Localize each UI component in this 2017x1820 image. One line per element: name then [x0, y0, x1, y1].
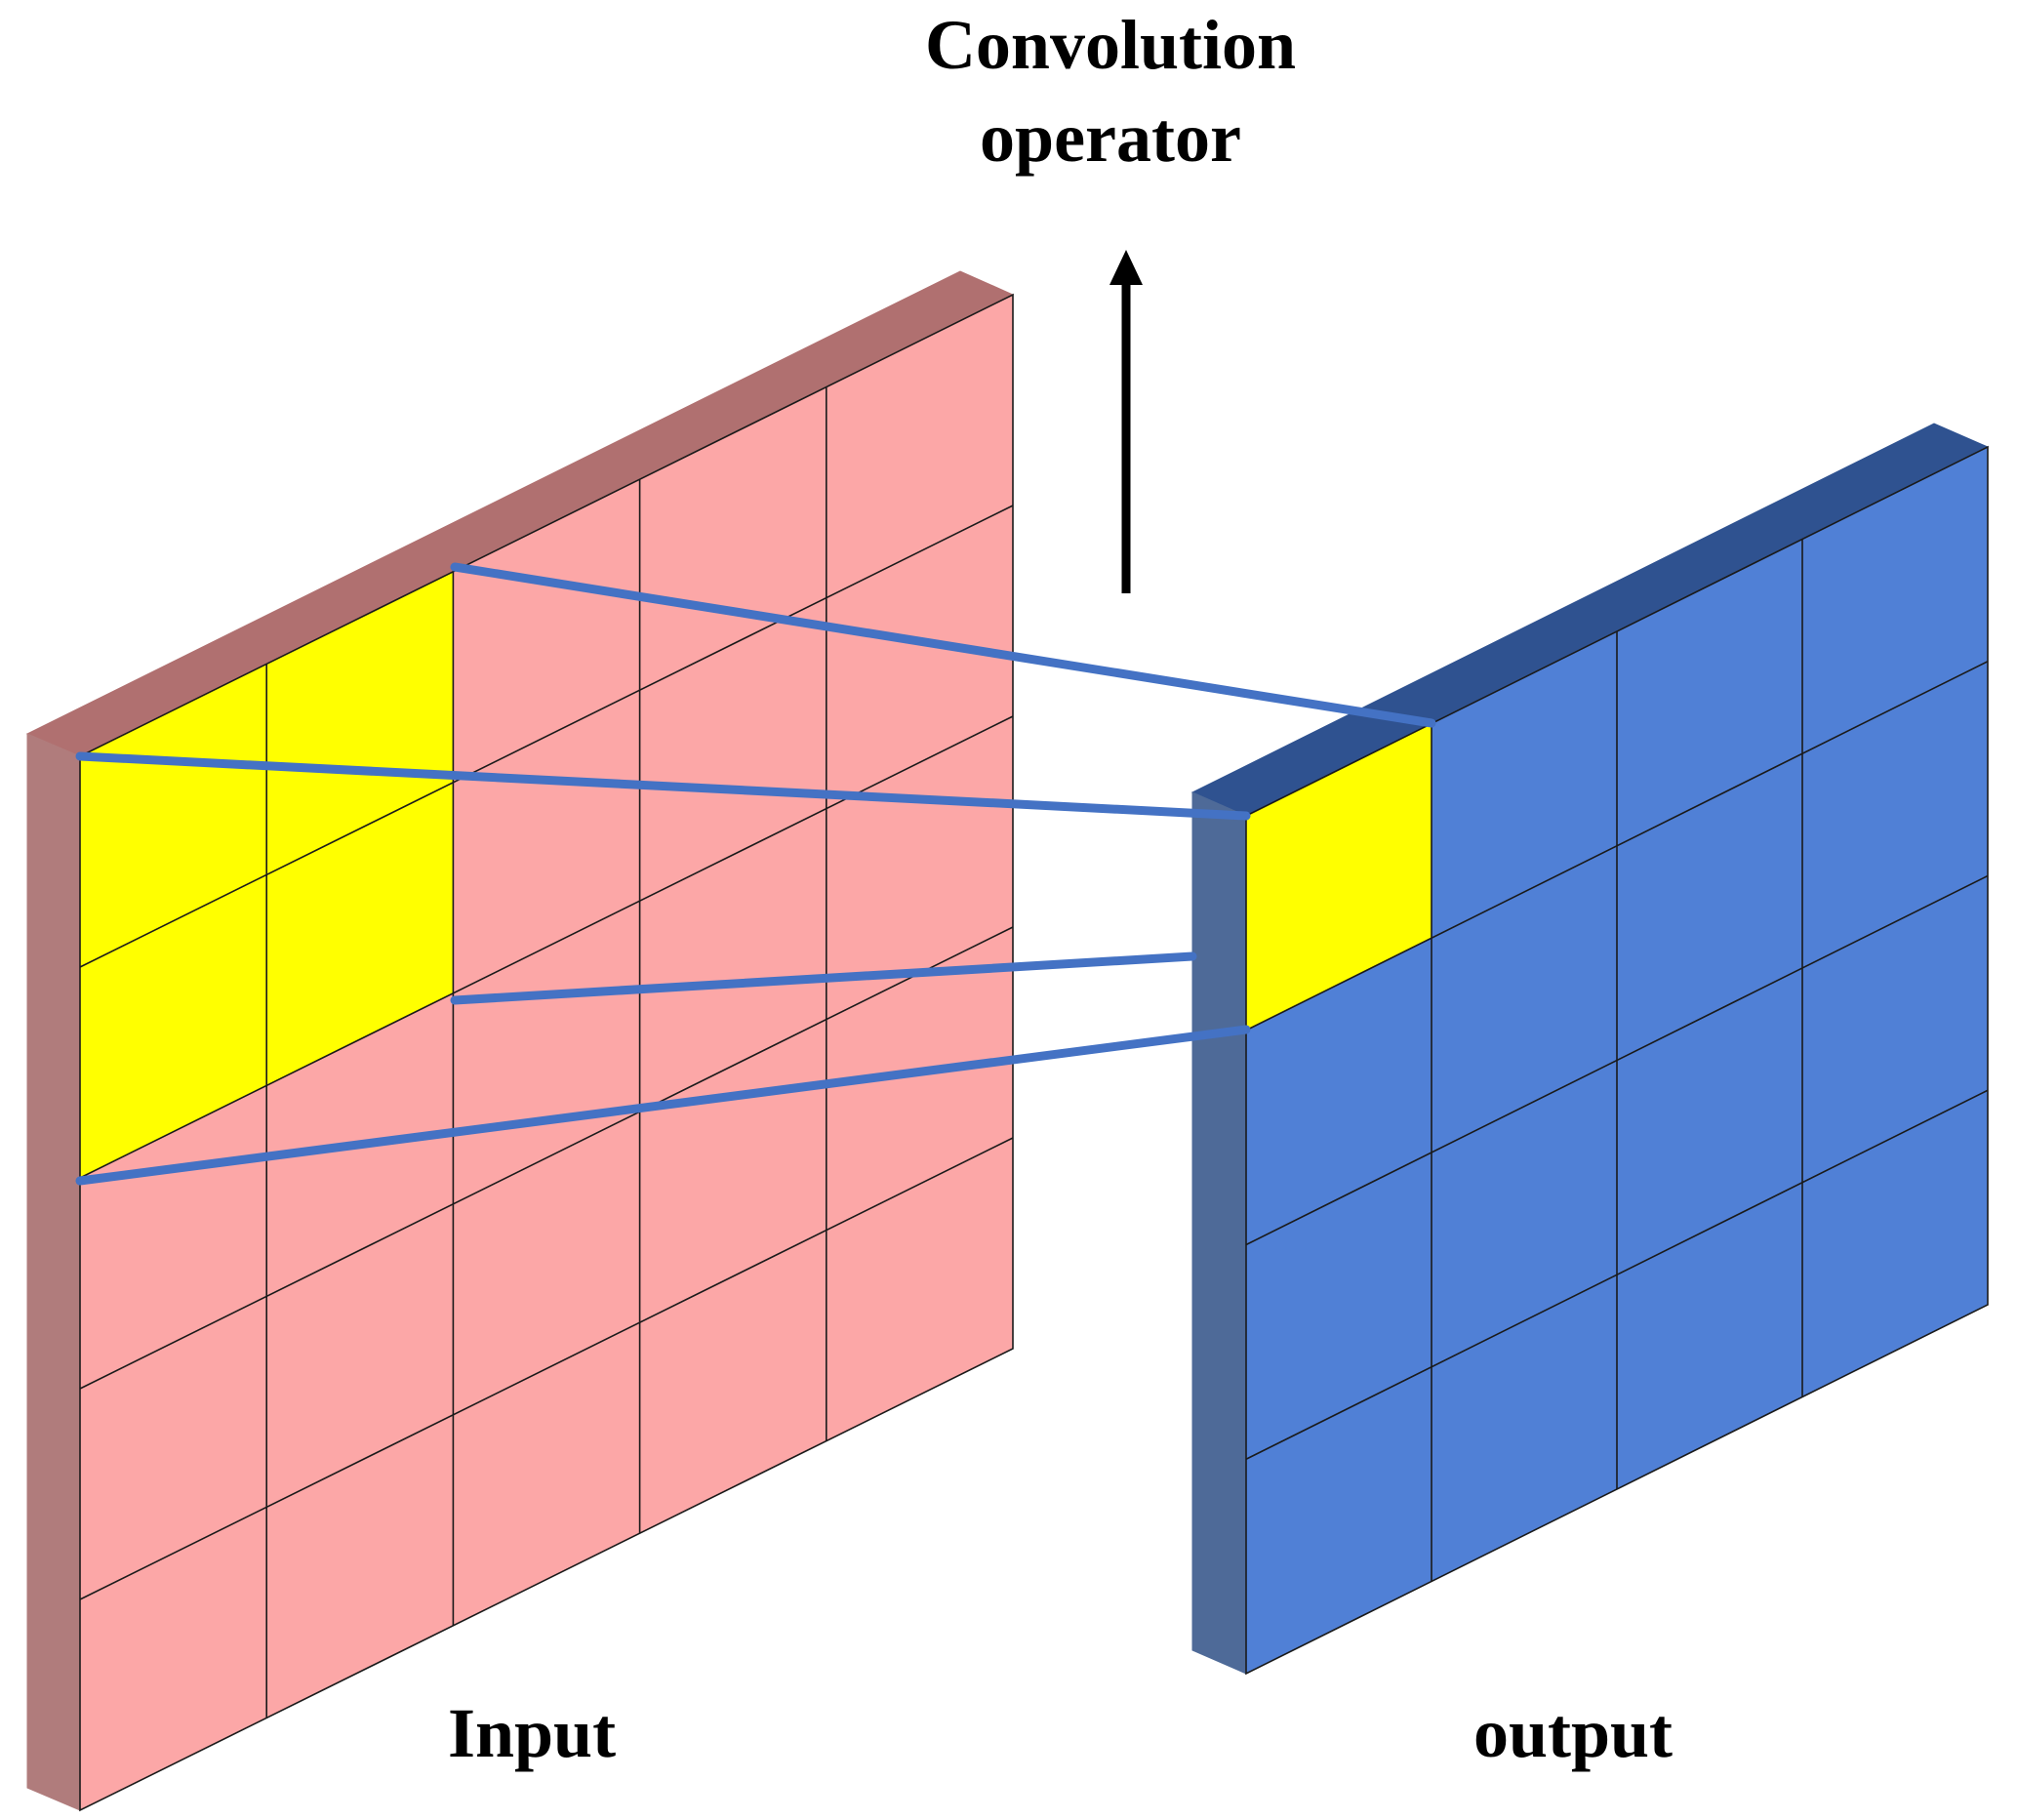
grid-row-line	[79, 1137, 1014, 1600]
up-arrow-icon	[1109, 250, 1143, 593]
grid-border	[1245, 445, 1989, 1676]
connector-line	[75, 1025, 1251, 1186]
output-grid-lines	[1245, 445, 1989, 1676]
output-label: output	[1473, 1694, 1673, 1772]
receptive-field-connectors	[75, 562, 1436, 1186]
input-grid-lines	[79, 293, 1014, 1812]
grid-row-line	[79, 505, 1014, 968]
connector-line	[75, 751, 1251, 821]
output-highlight-cell	[1246, 723, 1432, 1031]
input-label: Input	[448, 1694, 616, 1772]
title-line-2: operator	[980, 99, 1241, 177]
title-line-1: Convolution	[925, 6, 1296, 84]
output-side-edge	[1191, 791, 1247, 1675]
grid-row-line	[1245, 874, 1989, 1246]
connector-line	[450, 562, 1436, 728]
grid-row-line	[1245, 661, 1989, 1031]
input-side-edge	[26, 733, 81, 1811]
grid-row-line	[1245, 1089, 1989, 1460]
connector-line	[450, 951, 1197, 1005]
highlight-cell	[1246, 723, 1432, 1031]
grid-row-line	[79, 926, 1014, 1390]
grid-border	[79, 293, 1014, 1812]
output-slab	[1190, 423, 1990, 1676]
input-slab	[25, 270, 1015, 1812]
